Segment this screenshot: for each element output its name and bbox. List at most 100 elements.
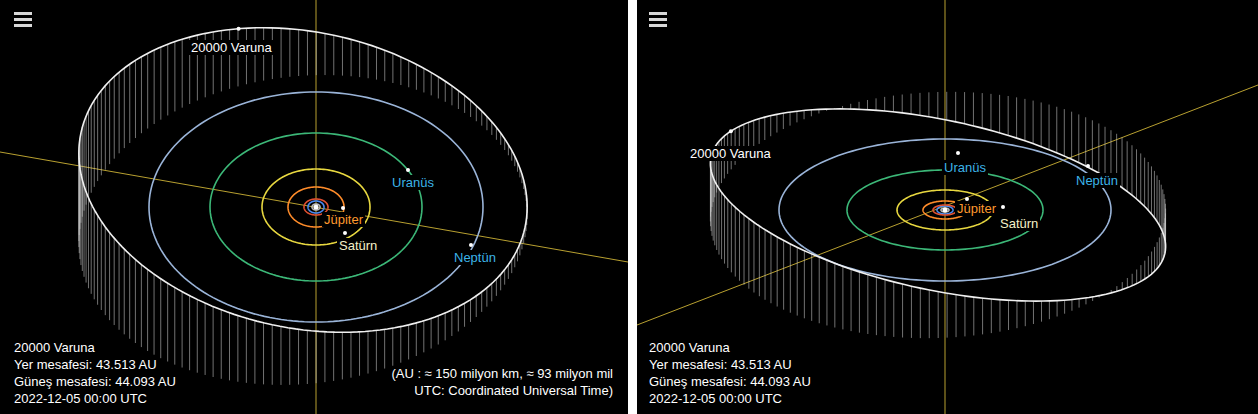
elevation-line — [307, 31, 308, 76]
elevation-line — [1024, 99, 1025, 141]
elevation-line — [438, 316, 439, 345]
elevation-line — [392, 53, 393, 83]
info-text: Yer mesafesi: 43.513 AU — [12, 357, 159, 372]
elevation-line — [1041, 301, 1042, 322]
planet-orbit — [210, 133, 422, 281]
elevation-line — [511, 260, 512, 273]
elevation-line — [254, 321, 255, 384]
body-dot — [469, 243, 473, 247]
info-text: Güneş mesafesi: 44.093 AU — [647, 374, 813, 389]
planet-label: Satürn — [998, 216, 1040, 231]
elevation-line — [1161, 185, 1162, 229]
elevation-line — [748, 219, 749, 289]
elevation-line — [964, 92, 965, 124]
elevation-line — [1132, 274, 1133, 286]
elevation-line — [416, 64, 417, 89]
elevation-line — [919, 93, 920, 115]
elevation-line — [1154, 247, 1155, 271]
elevation-line — [884, 97, 885, 111]
varuna-orbit — [710, 109, 1165, 301]
elevation-line — [1033, 301, 1034, 324]
elevation-line — [82, 127, 83, 217]
elevation-line — [160, 279, 161, 358]
footnote: UTC: Coordinated Universal Time) — [412, 383, 615, 398]
elevation-line — [445, 81, 446, 102]
elevation-line — [147, 53, 148, 128]
elevation-line — [1071, 300, 1072, 311]
planet-label: Uranüs — [942, 160, 988, 175]
elevation-line — [1098, 123, 1099, 173]
elevation-line — [867, 100, 868, 110]
elevation-line — [1049, 105, 1050, 150]
elevation-line — [867, 275, 868, 334]
elevation-line — [94, 100, 95, 187]
elevation-line — [1144, 261, 1145, 279]
body-dot — [341, 206, 345, 210]
elevation-line — [384, 50, 385, 81]
elevation-line — [739, 211, 740, 281]
info-text: 20000 Varuna — [12, 340, 97, 355]
elevation-line — [205, 303, 206, 375]
info-text: 2022-12-05 00:00 UTC — [12, 391, 149, 406]
elevation-line — [160, 47, 161, 120]
elevation-line — [1122, 137, 1123, 187]
elevation-line — [765, 230, 766, 300]
object-label: 20000 Varuna — [189, 40, 274, 55]
elevation-line — [731, 204, 732, 273]
elevation-line — [486, 116, 487, 130]
elevation-line — [481, 111, 482, 126]
elevation-line — [109, 233, 110, 321]
menu-icon — [14, 24, 32, 27]
sun-dot — [943, 208, 948, 213]
elevation-line — [281, 28, 282, 78]
elevation-line — [97, 95, 98, 181]
elevation-line — [1008, 96, 1009, 135]
planet-label: Jüpiter — [955, 201, 998, 216]
elevation-line — [114, 238, 115, 325]
elevation-line — [324, 332, 325, 382]
elevation-line — [1136, 149, 1137, 199]
elevation-line — [298, 329, 299, 384]
elevation-line — [392, 328, 393, 366]
planet-orbit — [149, 92, 483, 322]
elevation-line — [298, 30, 299, 76]
elevation-line — [724, 196, 725, 264]
elevation-line — [135, 259, 136, 343]
elevation-line — [342, 37, 343, 75]
planet-label: Uranüs — [390, 175, 436, 190]
elevation-line — [333, 332, 334, 381]
body-dot — [406, 168, 410, 172]
menu-icon — [14, 18, 32, 21]
elevation-line — [135, 60, 136, 138]
elevation-line — [400, 327, 401, 363]
elevation-line — [1085, 117, 1086, 166]
elevation-line — [911, 286, 912, 338]
panel-ground — [0, 0, 628, 414]
elevation-line — [325, 33, 326, 75]
elevation-line — [376, 47, 377, 79]
elevation-line — [938, 292, 939, 338]
elevation-line — [1144, 158, 1145, 207]
elevation-line — [1064, 300, 1065, 314]
elevation-line — [819, 257, 820, 323]
elevation-line — [1127, 141, 1128, 191]
elevation-line — [105, 227, 106, 315]
elevation-line — [359, 332, 360, 376]
elevation-line — [744, 215, 745, 285]
planet-orbit — [262, 169, 370, 245]
info-text: Güneş mesafesi: 44.093 AU — [12, 374, 178, 389]
elevation-line — [859, 102, 860, 109]
elevation-line — [1136, 269, 1137, 283]
footnote: (AU : ≈ 150 milyon km, ≈ 93 milyon mil — [389, 366, 615, 381]
elevation-line — [174, 42, 175, 112]
elevation-line — [804, 110, 805, 119]
elevation-line — [342, 332, 343, 379]
elevation-line — [167, 283, 168, 361]
elevation-line — [1148, 162, 1149, 210]
elevation-line — [1154, 171, 1155, 218]
planet-orbit — [937, 206, 953, 214]
elevation-line — [796, 111, 797, 122]
elevation-line — [946, 92, 947, 120]
elevation-line — [753, 222, 754, 292]
elevation-line — [991, 299, 992, 333]
